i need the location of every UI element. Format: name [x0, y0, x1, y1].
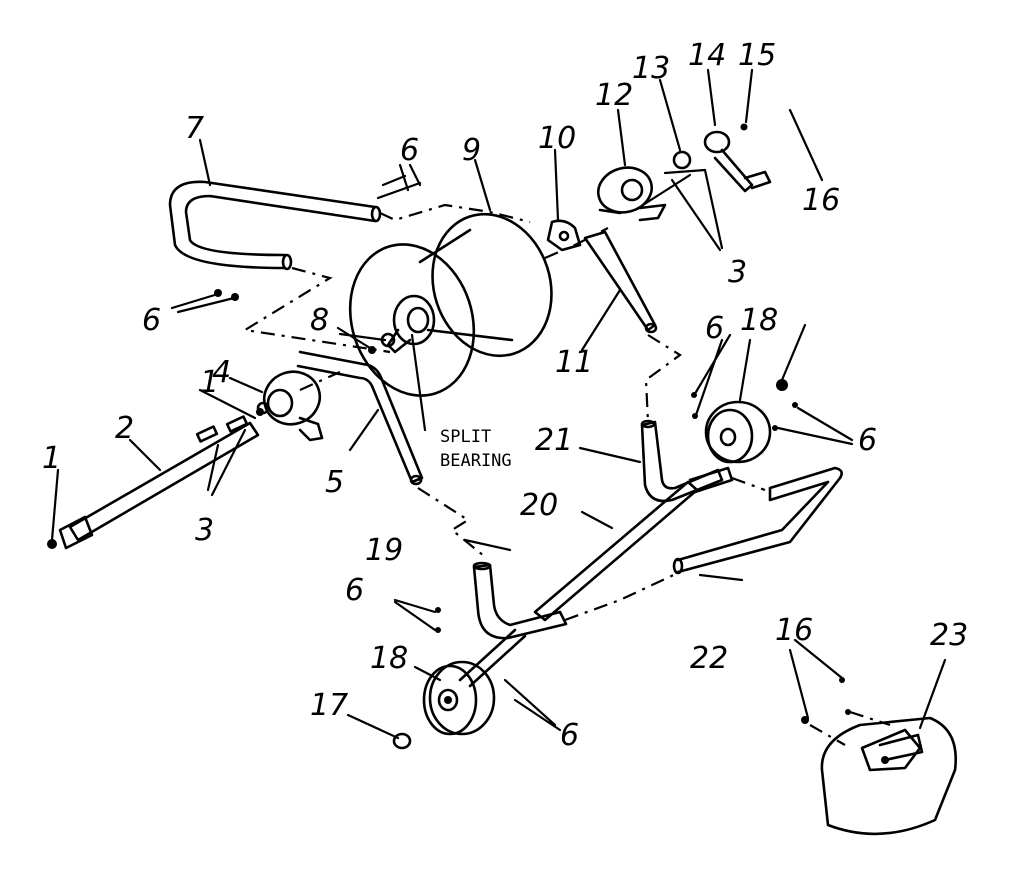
crank-parts-13-14-15: [672, 123, 772, 193]
callout-6e: 6: [345, 573, 364, 608]
callout-18a: 18: [740, 303, 778, 338]
push-bar-part-22: [672, 466, 843, 575]
callout-6d: 6: [858, 423, 877, 458]
callout-17: 17: [310, 688, 348, 723]
leg-part-5: [296, 350, 424, 486]
wheel-part-18-left: [392, 660, 496, 750]
annotation-line-2: BEARING: [440, 451, 512, 471]
wheel-part-18-right: [704, 379, 788, 464]
callout-21: 21: [535, 423, 573, 458]
callout-6f: 6: [560, 718, 579, 753]
callout-labels: 1 1 2 3 3 4 5 6 6 6 6 6 6 7 8 9 10 11 12…: [42, 38, 968, 753]
callout-6a: 6: [400, 133, 419, 168]
bearing-part-4: [256, 370, 324, 442]
split-bearing-annotation: SPLIT BEARING: [410, 333, 512, 471]
callout-20: 20: [520, 488, 558, 523]
leg-part-11: [583, 230, 658, 334]
bearing-bracket-part-10: [546, 219, 582, 252]
leg-part-19: [458, 561, 568, 688]
callout-1b: 1: [200, 365, 219, 400]
callout-11: 11: [555, 345, 593, 380]
leader-lines: [50, 68, 947, 740]
callout-12: 12: [595, 78, 633, 113]
callout-16b: 16: [775, 613, 813, 648]
callout-2: 2: [115, 411, 134, 446]
reel-drum-part-9: [348, 212, 553, 397]
callout-23: 23: [930, 618, 968, 653]
inlet-tube-part-2: [47, 415, 260, 550]
callout-13: 13: [632, 51, 670, 86]
callout-16a: 16: [802, 183, 840, 218]
callout-3b: 3: [728, 255, 747, 290]
callout-4: 4: [212, 355, 231, 390]
callout-7: 7: [185, 111, 204, 146]
callout-9: 9: [462, 133, 481, 168]
callout-6b: 6: [142, 303, 161, 338]
callout-1: 1: [42, 441, 61, 476]
callout-5: 5: [325, 465, 344, 500]
handle-bar-part-7: [168, 180, 382, 271]
callout-15: 15: [738, 38, 776, 73]
bearing-part-12: [597, 166, 667, 222]
fasteners: [214, 168, 851, 724]
callout-18b: 18: [370, 641, 408, 676]
callout-3a: 3: [195, 513, 214, 548]
callout-19: 19: [365, 533, 403, 568]
callout-22: 22: [690, 641, 728, 676]
wall-mount-part-23: [820, 716, 957, 836]
callout-10: 10: [538, 121, 576, 156]
callout-14: 14: [688, 38, 726, 73]
leg-part-21: [640, 419, 724, 503]
callout-6c: 6: [705, 311, 724, 346]
annotation-line-1: SPLIT: [440, 427, 491, 447]
assembly-lines: [241, 203, 891, 746]
frame-part-20: [533, 466, 734, 622]
callout-8: 8: [310, 303, 329, 338]
